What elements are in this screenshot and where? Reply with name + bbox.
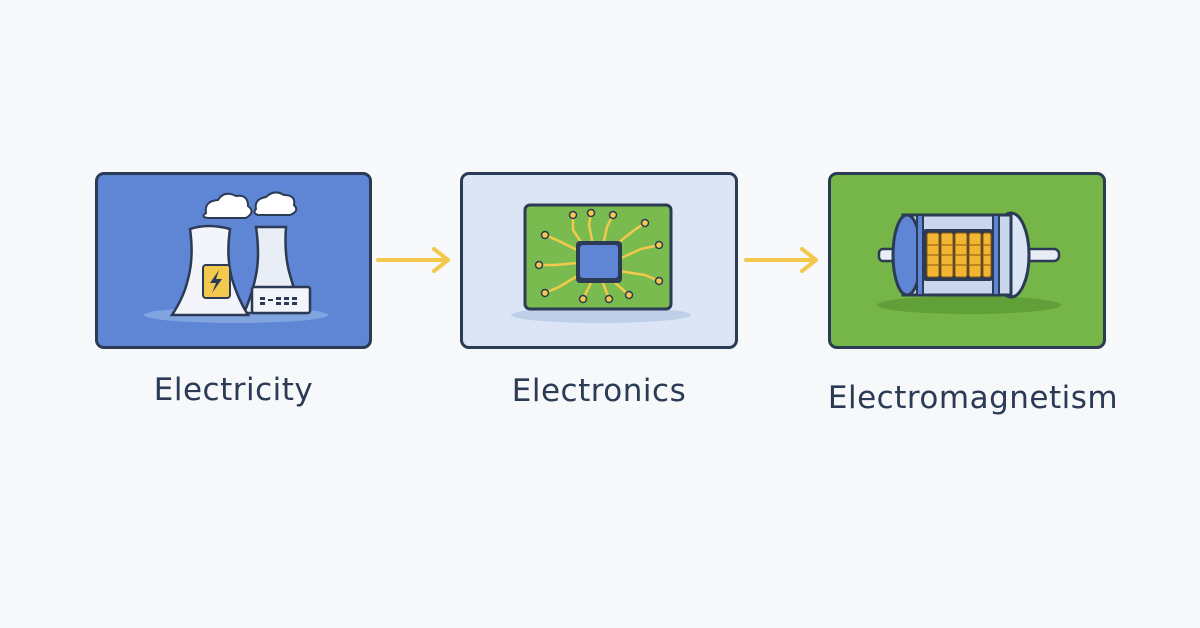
electronics-label: Electronics xyxy=(511,373,687,409)
right-arrow-icon xyxy=(376,247,450,273)
right-arrow-icon xyxy=(744,247,818,273)
electricity-label: Electricity xyxy=(153,372,314,408)
electric-motor-icon xyxy=(877,211,1061,314)
electricity-card xyxy=(95,172,372,349)
electromagnetism-card xyxy=(828,172,1106,349)
circuit-chip-icon xyxy=(511,203,691,323)
electronics-card xyxy=(460,172,738,349)
electromagnetism-label: Electromagnetism xyxy=(827,380,1119,416)
power-plant-icon xyxy=(144,191,328,323)
